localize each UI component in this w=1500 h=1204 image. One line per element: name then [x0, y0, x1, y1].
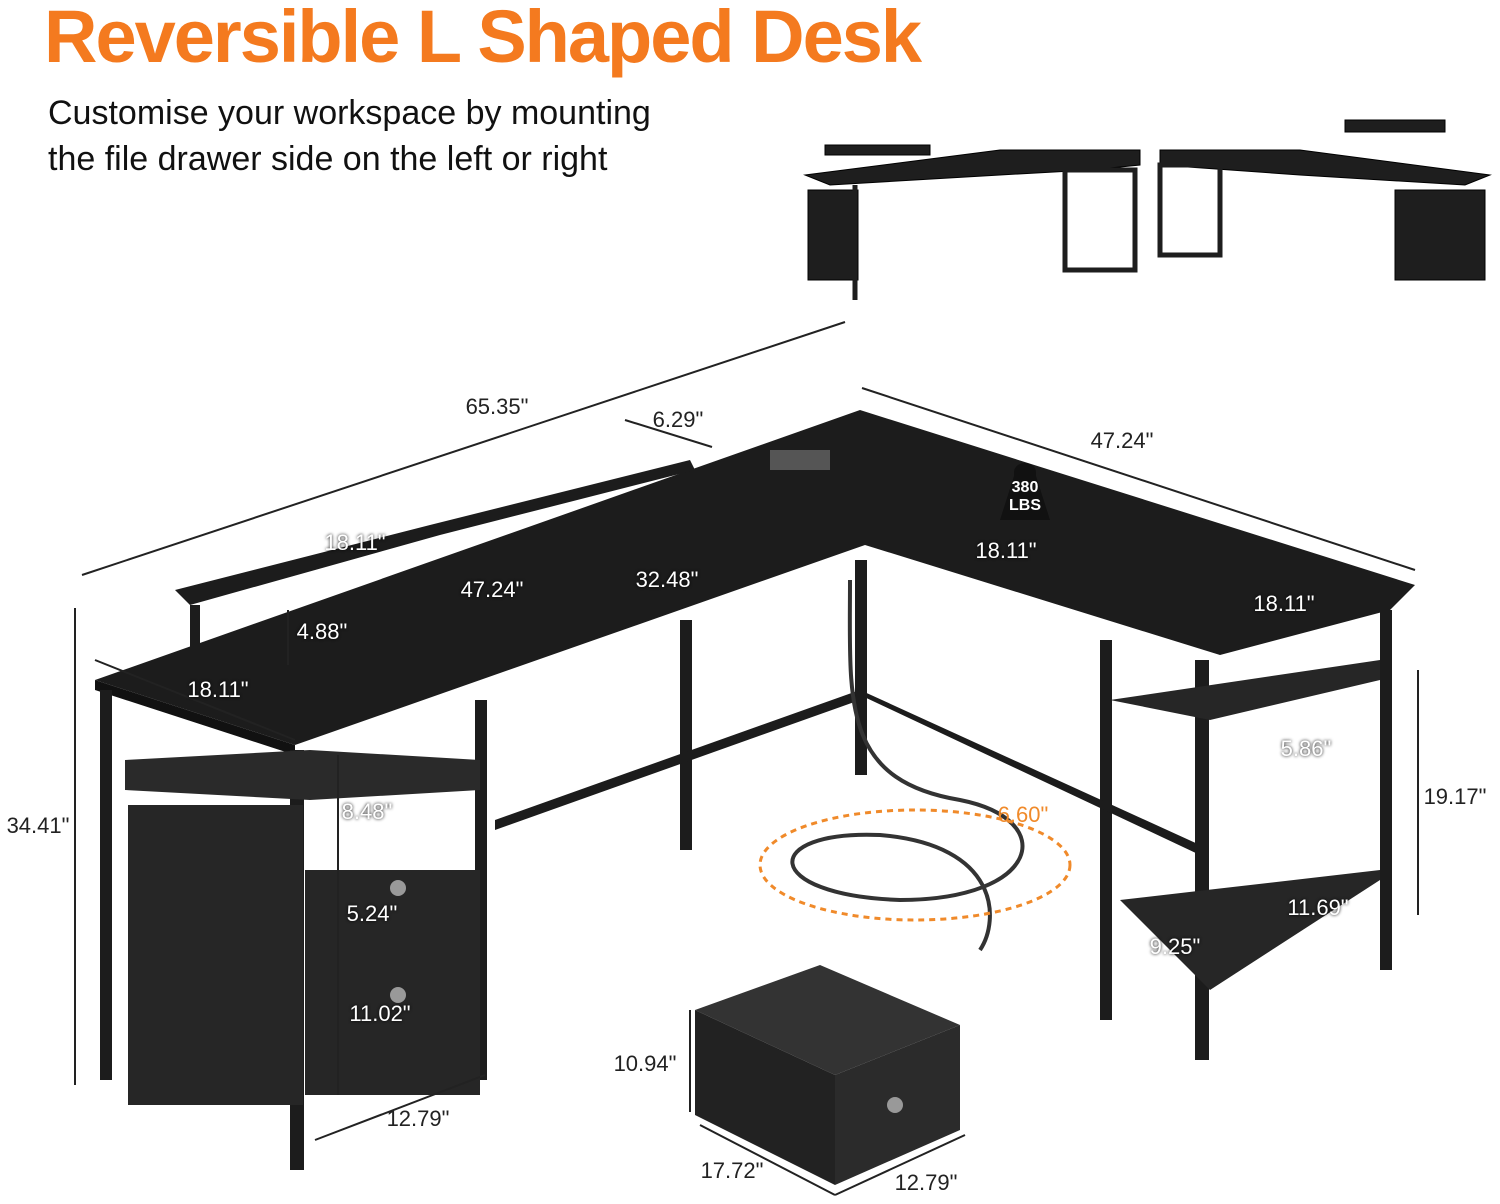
dim-side-length: 47.24" [1090, 428, 1154, 453]
dim-shelf-unit-height: 19.17" [1423, 784, 1487, 809]
dimension-lines [74, 321, 1419, 1196]
power-cord [790, 579, 1025, 952]
dim-main-length: 47.24" [460, 577, 524, 602]
dim-lower-shelf-gap: 11.69" [1287, 895, 1349, 920]
dim-riser-width: 18.11" [324, 530, 386, 555]
dim-drawer-bottom-height: 11.02" [349, 1001, 411, 1026]
weight-value: 380 [1011, 479, 1039, 496]
dim-cabinet-width: 12.79" [386, 1106, 450, 1131]
cord-highlight [758, 808, 1072, 922]
dim-riser-depth: 6.29" [652, 407, 704, 432]
dim-bin-height: 10.94" [613, 1051, 677, 1076]
preview-left-config [803, 144, 1141, 300]
power-strip [770, 450, 830, 470]
storage-bin [695, 965, 960, 1185]
drawer-knob [390, 987, 406, 1003]
dim-bin-length: 17.72" [700, 1158, 764, 1183]
weight-capacity-badge: 380 LBS [994, 462, 1056, 522]
dim-inner-length: 32.48" [635, 567, 699, 592]
dim-main-depth: 18.11" [187, 677, 249, 702]
dim-desk-height: 34.41" [6, 813, 70, 838]
dim-shelf-depth: 9.25" [1149, 934, 1201, 959]
dim-bin-width: 12.79" [894, 1170, 958, 1195]
page-title: Reversible L Shaped Desk [44, 0, 922, 78]
subtitle: Customise your workspace by mounting the… [48, 90, 651, 182]
dim-total-length: 65.35" [465, 394, 529, 419]
dim-open-shelf-height: 8.48" [341, 799, 393, 824]
dim-drawer-top-height: 5.24" [346, 901, 398, 926]
dim-cord-length: 6.60" [997, 802, 1049, 827]
subtitle-line-1: Customise your workspace by mounting [48, 94, 651, 132]
dim-side-end-depth: 18.11" [1253, 591, 1315, 616]
weight-unit: LBS [1009, 497, 1041, 514]
weight-icon [1000, 463, 1050, 520]
subtitle-line-2: the file drawer side on the left or righ… [48, 140, 608, 178]
drawer-knob [390, 880, 406, 896]
main-desk [95, 410, 1415, 1170]
dim-riser-height: 4.88" [296, 619, 348, 644]
dim-side-depth: 18.11" [975, 538, 1037, 563]
preview-right-config [1157, 119, 1492, 281]
dim-shelf-gap: 5.86" [1280, 736, 1332, 761]
